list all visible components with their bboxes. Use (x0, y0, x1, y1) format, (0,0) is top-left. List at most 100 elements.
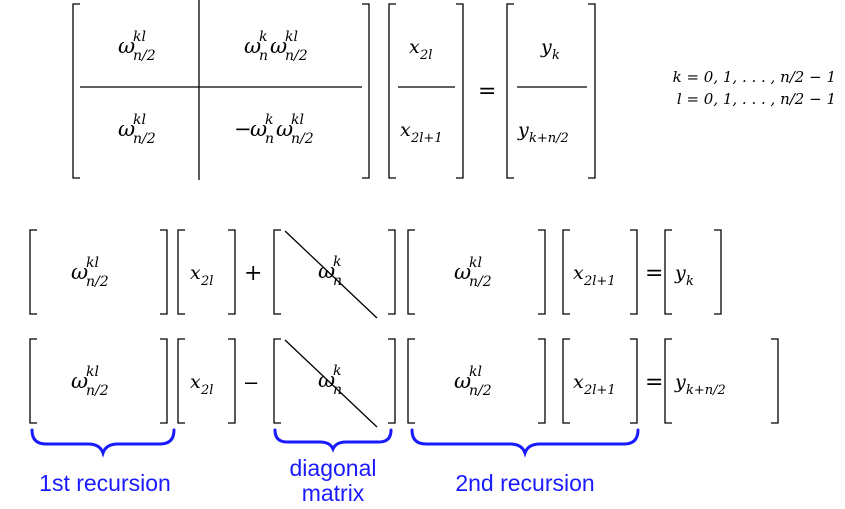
svg-text:x: x (573, 371, 584, 393)
bracket-left (664, 338, 672, 424)
svg-text:n/2: n/2 (86, 274, 109, 290)
svg-text:ω: ω (318, 259, 335, 283)
svg-text:kl: kl (469, 364, 482, 380)
equals-sign: = (645, 370, 663, 395)
svg-text:k: k (686, 274, 694, 289)
vector-entry: x 2l (190, 262, 213, 289)
bracket-right (588, 3, 596, 179)
svg-text:n: n (265, 131, 274, 147)
svg-text:ω: ω (71, 260, 88, 284)
block-entry-b12: ω k n ω kl n/2 (244, 29, 308, 64)
bracket-left (407, 229, 415, 315)
svg-text:ω: ω (454, 260, 471, 284)
row-minus: ω kl n/2 x 2l – ω k n ω kl n/2 x 2l+1 (71, 363, 726, 399)
svg-text:kl: kl (86, 364, 99, 380)
svg-text:n/2: n/2 (133, 48, 156, 64)
label-diagonal-line2: matrix (301, 480, 365, 506)
matrix-entry: ω kl n/2 (71, 255, 109, 290)
bracket-right (630, 229, 638, 315)
bracket-left (72, 3, 80, 179)
bracket-right (160, 338, 168, 424)
label-first-recursion: 1st recursion (39, 470, 171, 496)
equals-sign: = (645, 261, 663, 286)
diagonal-entry: ω k n (318, 254, 342, 289)
block-entry-b21: ω kl n/2 (118, 112, 156, 147)
svg-text:ω: ω (118, 34, 135, 58)
diagonal-entry: ω k n (318, 363, 342, 398)
block-entry-b11: ω kl n/2 (118, 29, 156, 64)
bracket-right (160, 229, 168, 315)
svg-text:y: y (540, 36, 552, 58)
bracket-left (273, 338, 281, 424)
bracket-left (562, 229, 570, 315)
range-k: k = 0, 1, . . . , n/2 − 1 (673, 68, 836, 86)
matrix-entry: ω kl n/2 (71, 364, 109, 399)
bracket-left (562, 338, 570, 424)
bracket-left (177, 229, 185, 315)
svg-text:n: n (333, 273, 342, 289)
svg-text:y: y (674, 262, 686, 284)
bracket-right (630, 338, 638, 424)
vector-entry-x-bottom: x 2l+1 (400, 119, 443, 146)
diagonal-line (284, 230, 378, 319)
svg-text:n/2: n/2 (291, 131, 314, 147)
vector-entry: x 2l+1 (573, 371, 616, 398)
svg-text:ω: ω (276, 117, 293, 141)
label-second-recursion: 2nd recursion (455, 470, 595, 496)
svg-text:ω: ω (270, 34, 287, 58)
svg-text:2l+1: 2l+1 (583, 383, 616, 398)
bracket-right (228, 338, 236, 424)
svg-text:n/2: n/2 (285, 48, 308, 64)
bracket-left (273, 229, 281, 315)
svg-text:2l: 2l (200, 383, 213, 398)
bracket-left (388, 3, 396, 179)
bracket-right (228, 229, 236, 315)
svg-text:2l+1: 2l+1 (583, 274, 616, 289)
bracket-right (456, 3, 464, 179)
svg-text:y: y (517, 119, 529, 141)
bracket-left (506, 3, 514, 179)
bracket-right (771, 338, 779, 424)
svg-text:2l: 2l (419, 48, 432, 63)
svg-text:y: y (674, 371, 686, 393)
svg-text:k: k (333, 363, 341, 379)
svg-text:ω: ω (318, 368, 335, 392)
svg-text:kl: kl (291, 112, 304, 128)
label-diagonal-line1: diagonal (289, 455, 377, 481)
svg-text:kl: kl (285, 29, 298, 45)
svg-text:kl: kl (133, 29, 146, 45)
svg-text:−: − (234, 117, 252, 141)
vector-entry-x-top: x 2l (409, 36, 432, 63)
bracket-right (538, 229, 546, 315)
svg-text:x: x (573, 262, 584, 284)
vector-entry-y-top: y k (540, 36, 560, 63)
svg-text:n/2: n/2 (86, 383, 109, 399)
vector-entry: y k (674, 262, 694, 289)
bracket-left (407, 338, 415, 424)
svg-text:k: k (552, 48, 560, 63)
svg-text:x: x (190, 262, 201, 284)
svg-text:k+n/2: k+n/2 (686, 383, 726, 398)
operator-sign: – (245, 369, 258, 394)
svg-text:n/2: n/2 (469, 383, 492, 399)
brace-second-recursion (410, 428, 640, 458)
svg-text:kl: kl (133, 112, 146, 128)
svg-text:ω: ω (71, 369, 88, 393)
row-plus: ω kl n/2 x 2l + ω k n ω kl n/2 x 2l+1 (71, 254, 694, 290)
bracket-right (538, 338, 546, 424)
bracket-right (388, 229, 396, 315)
svg-text:2l: 2l (200, 274, 213, 289)
svg-text:x: x (409, 36, 420, 58)
vector-entry-y-bottom: y k+n/2 (517, 119, 569, 146)
svg-text:kl: kl (86, 255, 99, 271)
bracket-right (388, 338, 396, 424)
matrix-entry: ω kl n/2 (454, 364, 492, 399)
svg-text:k: k (259, 29, 267, 45)
diagonal-line (284, 339, 378, 428)
svg-text:n: n (333, 382, 342, 398)
bracket-right (362, 3, 370, 179)
brace-first-recursion (30, 428, 176, 458)
svg-text:n: n (259, 48, 268, 64)
bracket-right (714, 229, 722, 315)
svg-text:n/2: n/2 (469, 274, 492, 290)
